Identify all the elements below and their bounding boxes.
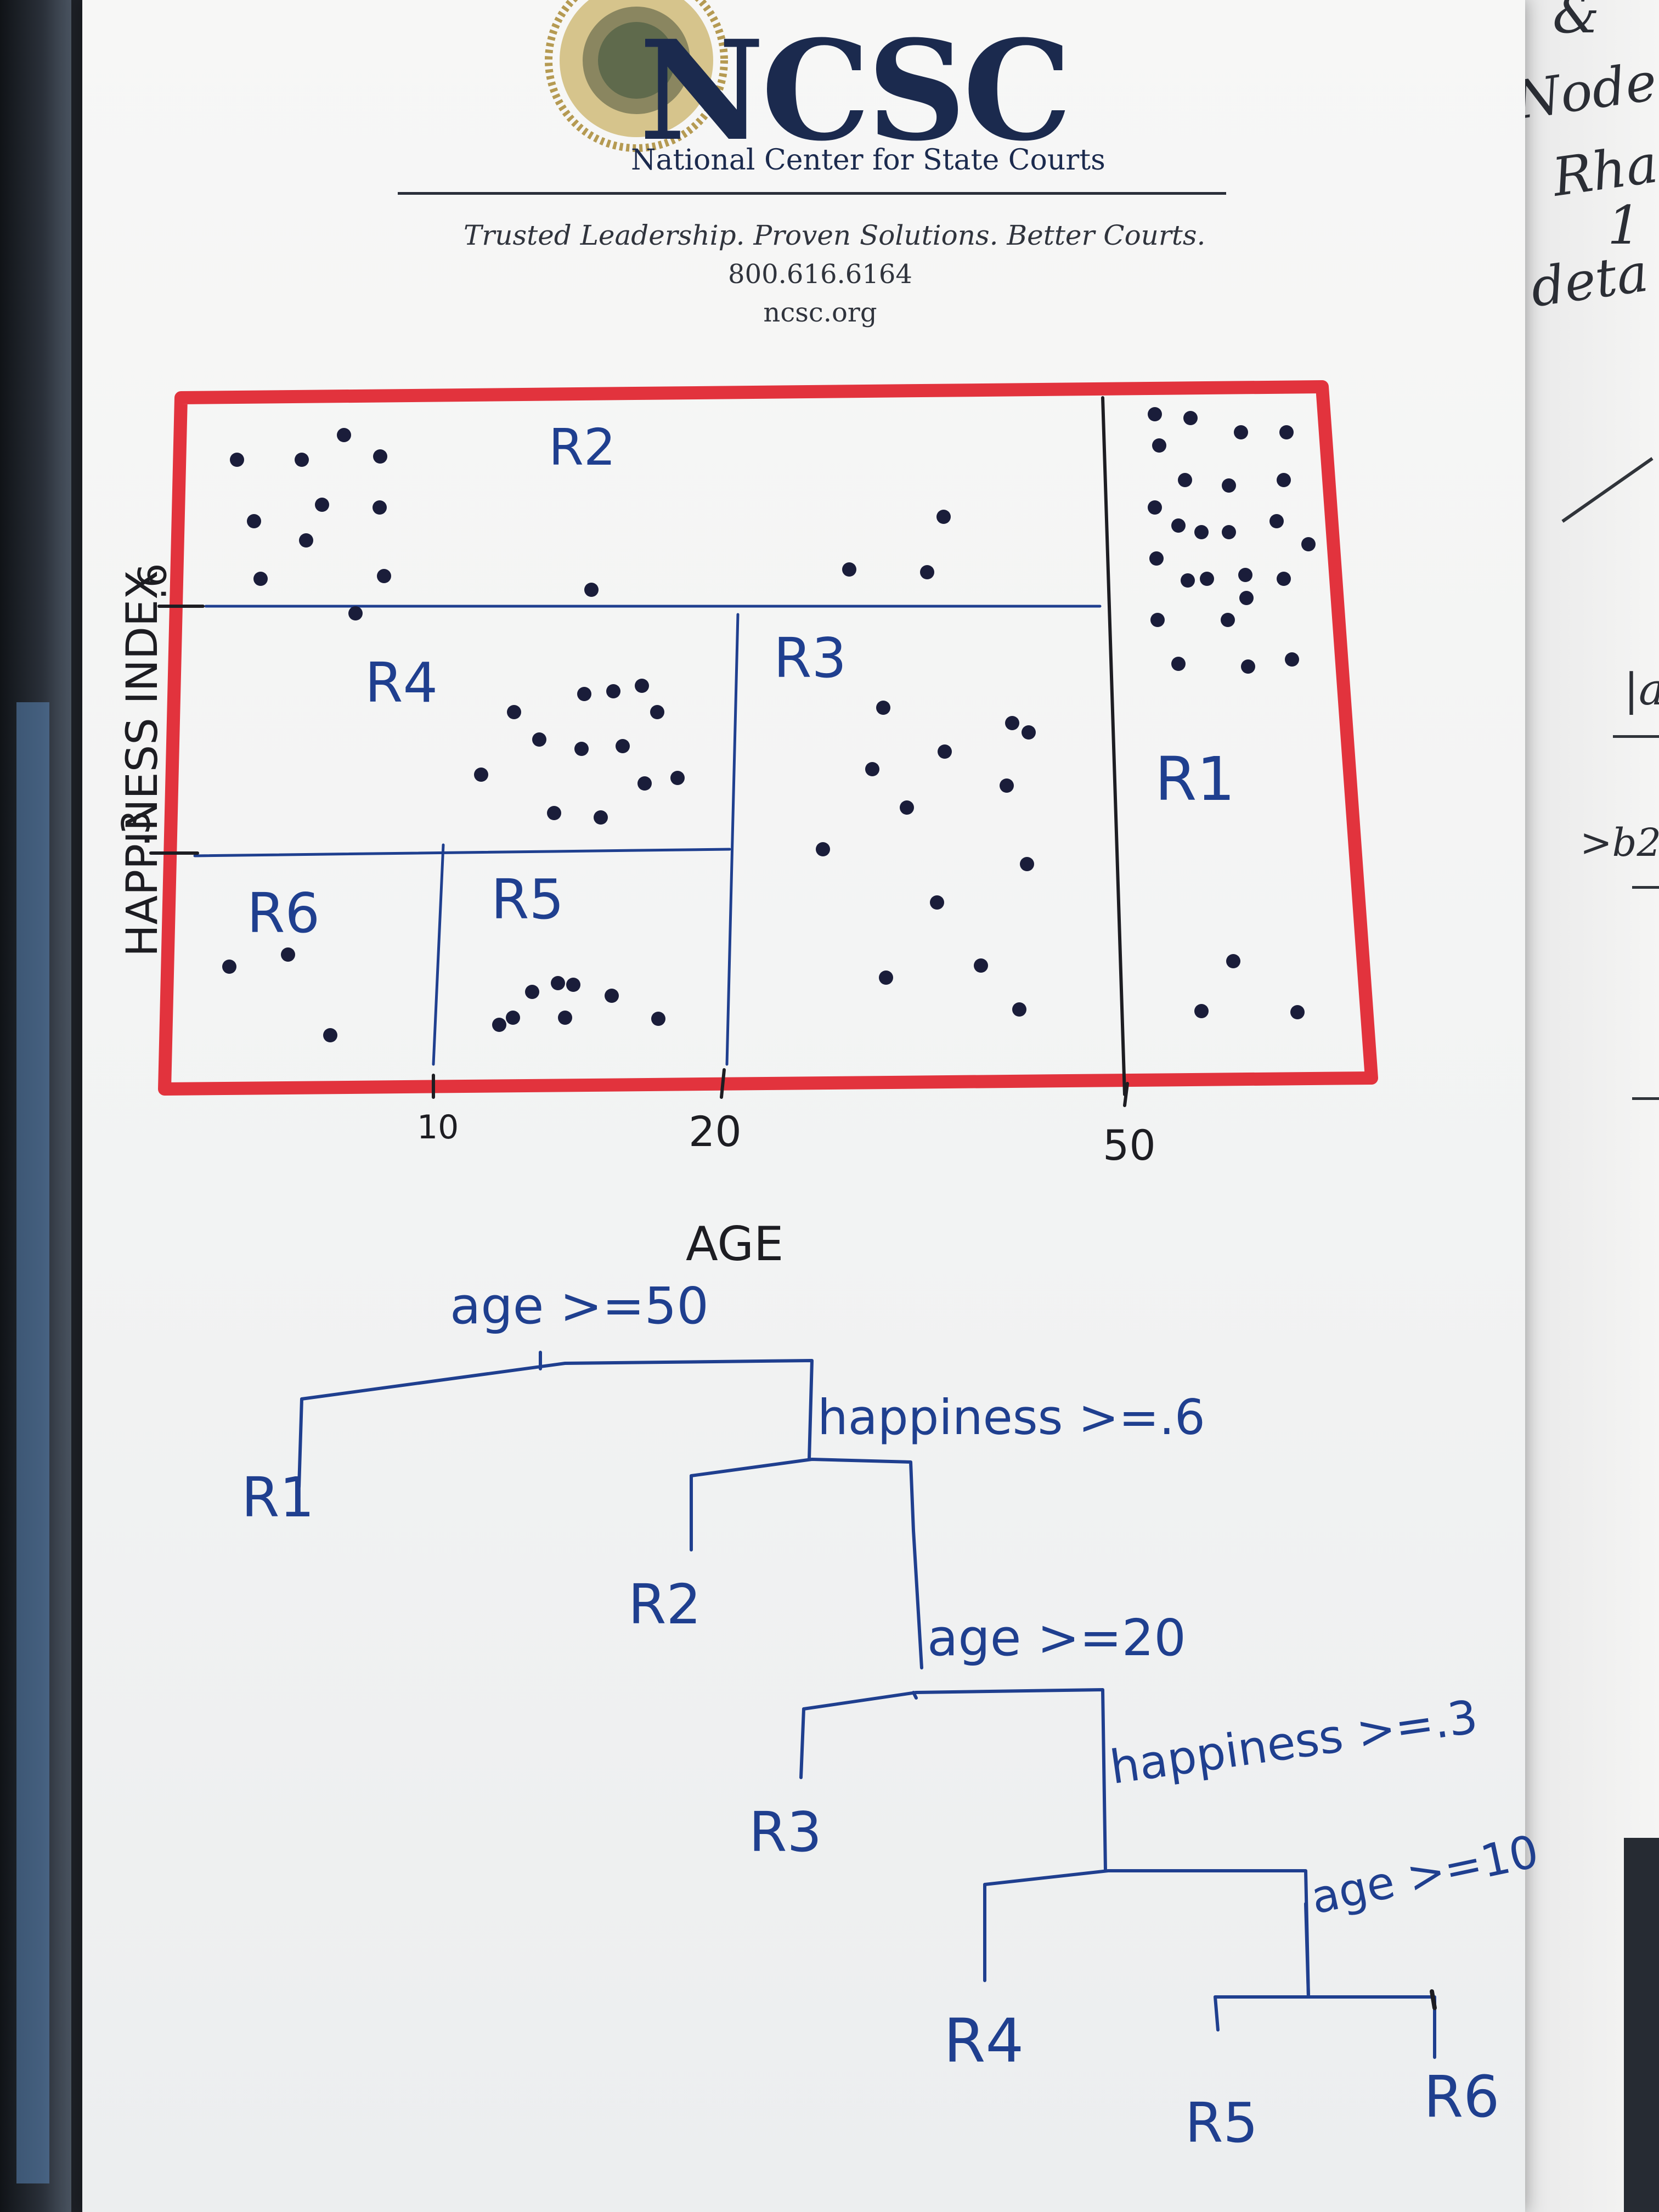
- organization-name: National Center for State Courts: [631, 144, 1105, 177]
- tree-leaf-r5: R5: [1185, 2091, 1259, 2155]
- side-note-7: >b2: [1580, 820, 1659, 865]
- split-line-age-50: [1101, 396, 1126, 1096]
- side-note-bracket: [1632, 886, 1659, 1100]
- tree-split-happiness-06: happiness >=.6: [817, 1389, 1205, 1446]
- letterhead-rule: [398, 192, 1226, 195]
- region-label-r5: R5: [491, 867, 565, 932]
- desk-left-blue-item: [16, 702, 49, 2183]
- side-note-6: |a: [1624, 664, 1659, 715]
- seal-icon: [545, 0, 728, 152]
- plot-frame: [158, 380, 1378, 1096]
- tree-leaf-r3: R3: [749, 1800, 822, 1864]
- scatter-points: [222, 407, 1316, 1042]
- x-tick-20: [720, 1068, 726, 1099]
- tree-leaf-r6: R6: [1424, 2063, 1500, 2130]
- side-note-4: 1: [1607, 195, 1641, 256]
- side-note-tick: [1613, 735, 1659, 738]
- region-label-r2: R2: [549, 418, 616, 477]
- region-label-r4: R4: [365, 651, 438, 715]
- side-note-1: &: [1553, 0, 1600, 45]
- tree-leaf-r2: R2: [628, 1572, 702, 1637]
- logo-wordmark: NCSC: [639, 10, 1072, 171]
- x-axis-label: AGE: [686, 1217, 784, 1272]
- tree-leaf-r4: R4: [944, 2006, 1024, 2076]
- split-line-age-10: [432, 843, 445, 1066]
- desk-right-corner: [1624, 1838, 1659, 2212]
- x-tick-label-50: 50: [1103, 1121, 1156, 1170]
- tagline: Trusted Leadership. Proven Solutions. Be…: [464, 219, 1206, 251]
- split-line-happiness-03: [193, 848, 731, 857]
- decision-tree-lines: [297, 1351, 1436, 2059]
- x-tick-label-10: 10: [417, 1108, 459, 1147]
- notepad-sheet: [82, 0, 1525, 2212]
- y-axis-label: HAPPINESS INDEX: [118, 570, 167, 957]
- region-label-r6: R6: [247, 881, 320, 945]
- y-tick-label-03: .3: [114, 810, 159, 847]
- phone-number: 800.616.6164: [728, 259, 912, 290]
- region-label-r1: R1: [1155, 744, 1235, 814]
- tree-black-mark: [1430, 1989, 1437, 2010]
- region-label-r3: R3: [774, 626, 847, 690]
- tree-leaf-r1: R1: [241, 1465, 315, 1530]
- x-tick-50: [1123, 1082, 1129, 1107]
- x-tick-label-20: 20: [689, 1107, 742, 1156]
- tree-split-age-50: age >=50: [450, 1277, 709, 1335]
- tree-split-age-20: age >=20: [927, 1609, 1186, 1667]
- y-tick-label-06: .6: [130, 563, 176, 600]
- website: ncsc.org: [763, 297, 877, 328]
- split-line-age-20: [725, 613, 740, 1066]
